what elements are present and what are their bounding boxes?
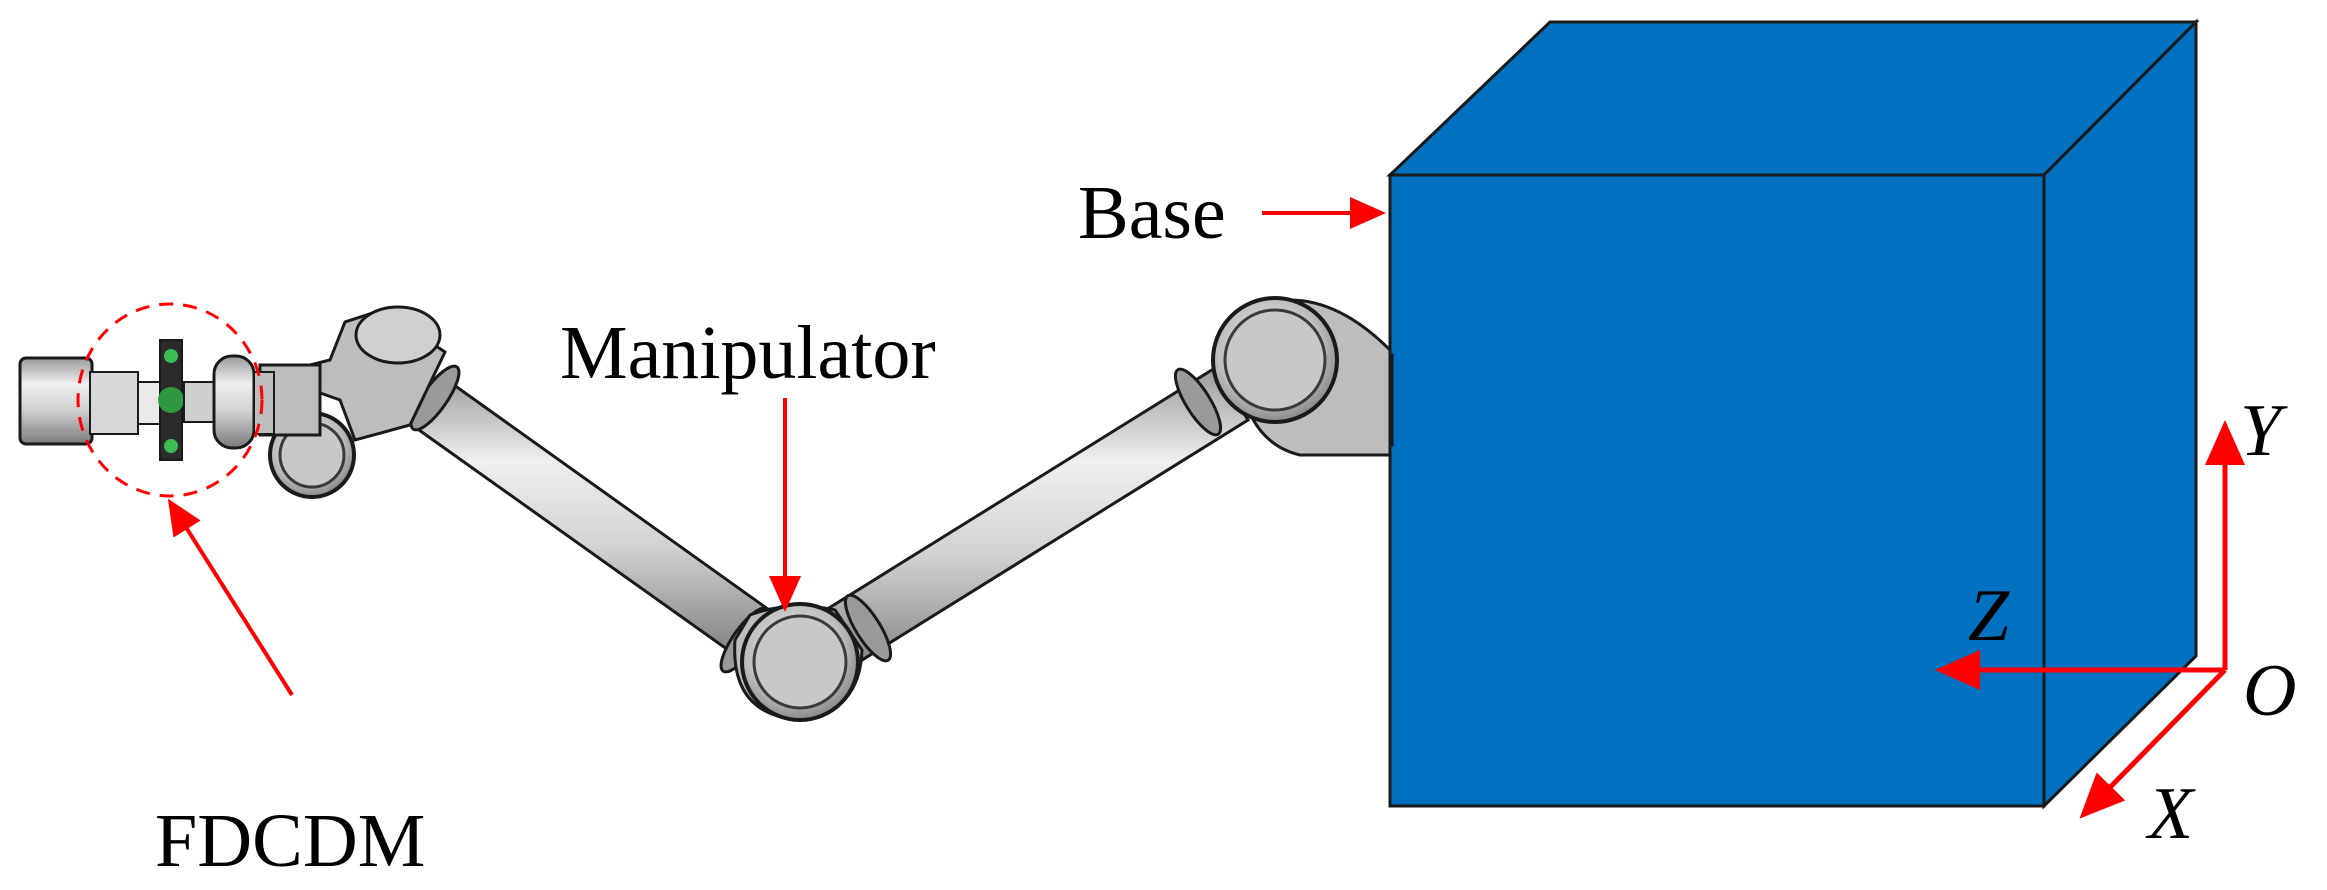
fdcdm-highlight-circle: [76, 302, 264, 498]
y-axis-label: Y: [2240, 390, 2288, 472]
lower-link: [410, 372, 774, 665]
z-axis-label: Z: [1968, 575, 2010, 657]
x-axis-arrow: [2079, 668, 2227, 819]
base-block: [1386, 18, 2200, 810]
manipulator-label: Manipulator: [560, 311, 936, 395]
lower-link-collar-elbow: [843, 593, 893, 663]
origin-label: O: [2243, 650, 2296, 732]
manipulator-arm: [18, 296, 1394, 722]
shoulder-joint: [1211, 296, 1392, 457]
base-label: Base: [1078, 171, 1226, 255]
base-front-face: [1388, 173, 2046, 808]
upper-link-collar: [1173, 367, 1223, 437]
fdcdm-arrow: [167, 498, 294, 697]
wrist-joint: [258, 305, 447, 499]
elbow-joint: [733, 602, 864, 722]
x-axis-label: X: [2145, 773, 2196, 855]
fdcdm-label: FDCDM: [155, 799, 425, 883]
coordinate-frame: [1935, 420, 2245, 819]
fdcdm-device: [18, 339, 275, 461]
